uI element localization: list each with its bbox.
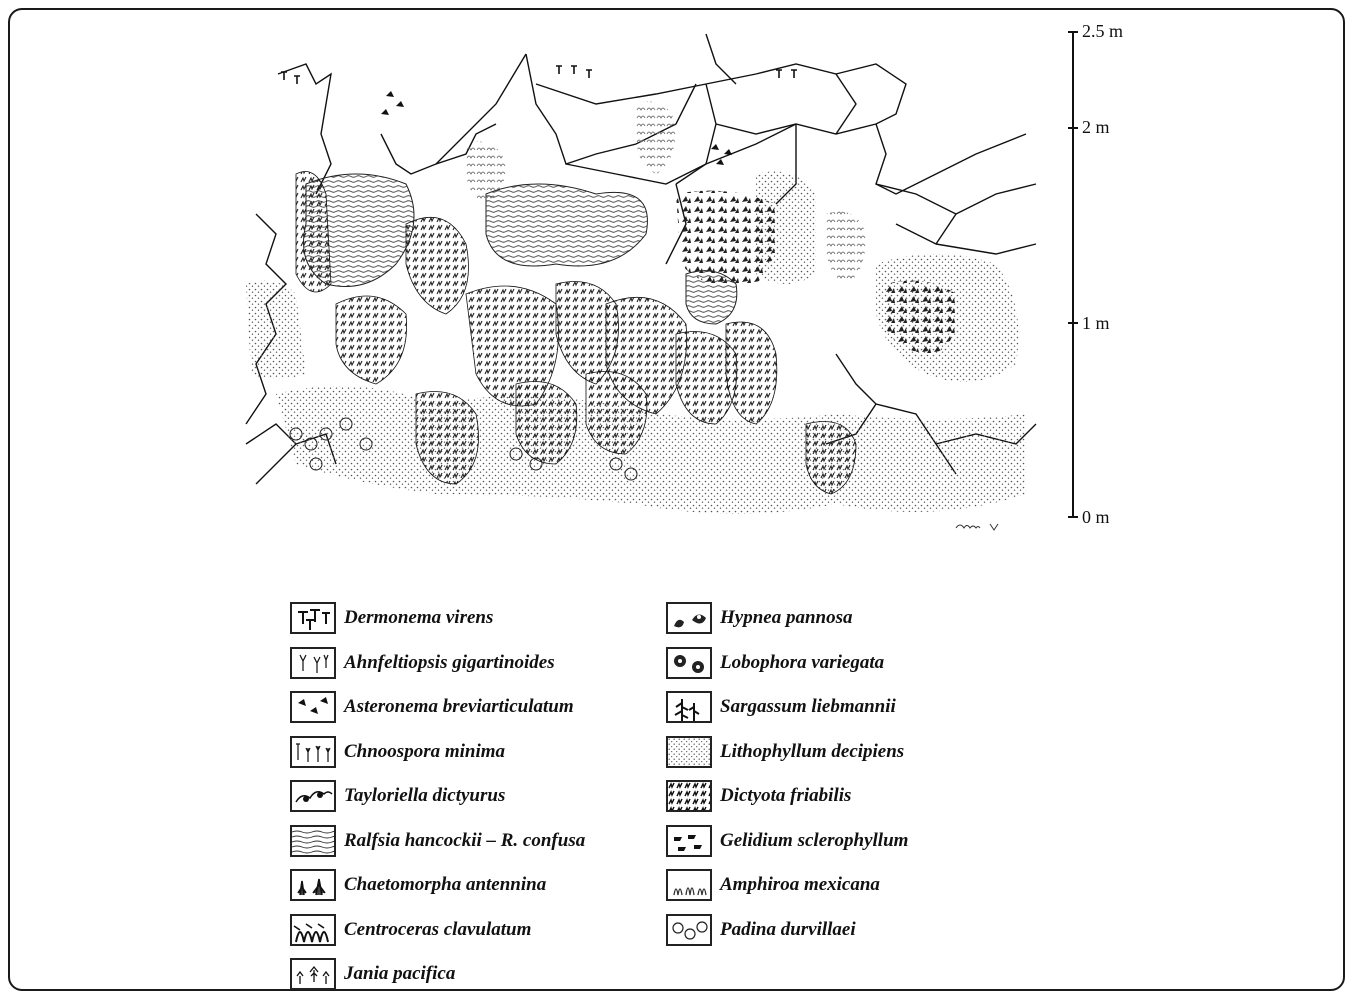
asteronema-marks: [381, 91, 732, 165]
legend-item: Tayloriella dictyurus: [290, 778, 505, 814]
scale-label-2m: 2 m: [1082, 118, 1110, 136]
legend-label: Dictyota friabilis: [720, 785, 851, 807]
centroceras-icon: [290, 914, 336, 946]
legend-label: Tayloriella dictyurus: [344, 785, 505, 807]
legend-label: Centroceras clavulatum: [344, 919, 531, 941]
scale-tick: [1068, 127, 1078, 129]
legend-label: Ahnfeltiopsis gigartinoides: [344, 652, 555, 674]
gelidium-icon: [666, 825, 712, 857]
dermonema-icon: [290, 602, 336, 634]
hypnea-icon: [666, 602, 712, 634]
legend-item: Dictyota friabilis: [666, 778, 851, 814]
legend-item: Centroceras clavulatum: [290, 912, 531, 948]
scale-tick: [1068, 322, 1078, 324]
legend-label: Ralfsia hancockii – R. confusa: [344, 830, 585, 852]
scale-tick: [1068, 516, 1078, 518]
legend-item: Jania pacifica: [290, 956, 455, 992]
legend-item: Lobophora variegata: [666, 645, 884, 681]
legend-item: Chnoospora minima: [290, 734, 505, 770]
scale-label-2-5m: 2.5 m: [1082, 22, 1123, 40]
scale-axis-line: [1072, 32, 1074, 518]
chnoospora-icon: [290, 736, 336, 768]
lobophora-icon: [666, 647, 712, 679]
legend-item: Dermonema virens: [290, 600, 493, 636]
legend-item: Gelidium sclerophyllum: [666, 823, 908, 859]
legend-label: Asteronema breviarticulatum: [344, 696, 574, 718]
padina-icon: [666, 914, 712, 946]
sargassum-icon: [666, 691, 712, 723]
legend-label: Lithophyllum decipiens: [720, 741, 904, 763]
scale-label-1m: 1 m: [1082, 314, 1110, 332]
ahnfeltiopsis-icon: [290, 647, 336, 679]
legend-label: Lobophora variegata: [720, 652, 884, 674]
legend-label: Gelidium sclerophyllum: [720, 830, 908, 852]
height-scale: 2.5 m 2 m 1 m 0 m: [1066, 24, 1186, 534]
legend-label: Dermonema virens: [344, 607, 493, 629]
legend-item: Hypnea pannosa: [666, 600, 853, 636]
artist-signature: [954, 520, 1006, 532]
lithophyllum-icon: [666, 736, 712, 768]
legend-item: Padina durvillaei: [666, 912, 856, 948]
asteronema-icon: [290, 691, 336, 723]
legend-item: Amphiroa mexicana: [666, 867, 880, 903]
legend-item: Sargassum liebmannii: [666, 689, 896, 725]
legend-item: Asteronema breviarticulatum: [290, 689, 574, 725]
legend-label: Chaetomorpha antennina: [344, 874, 546, 896]
legend-label: Amphiroa mexicana: [720, 874, 880, 896]
legend-label: Padina durvillaei: [720, 919, 856, 941]
legend-label: Jania pacifica: [344, 963, 455, 985]
legend-item: Ralfsia hancockii – R. confusa: [290, 823, 585, 859]
tayloriella-icon: [290, 780, 336, 812]
jania-icon: [290, 958, 336, 990]
legend-item: Ahnfeltiopsis gigartinoides: [290, 645, 555, 681]
ralfsia-icon: [290, 825, 336, 857]
algae-zonation-illustration: [236, 24, 1046, 534]
legend-label: Chnoospora minima: [344, 741, 505, 763]
chaetomorpha-icon: [290, 869, 336, 901]
legend-item: Chaetomorpha antennina: [290, 867, 546, 903]
scale-tick: [1068, 31, 1078, 33]
legend-item: Lithophyllum decipiens: [666, 734, 904, 770]
dictyota-icon: [666, 780, 712, 812]
legend-label: Hypnea pannosa: [720, 607, 853, 629]
amphiroa-icon: [666, 869, 712, 901]
scale-label-0m: 0 m: [1082, 508, 1110, 526]
legend-label: Sargassum liebmannii: [720, 696, 896, 718]
